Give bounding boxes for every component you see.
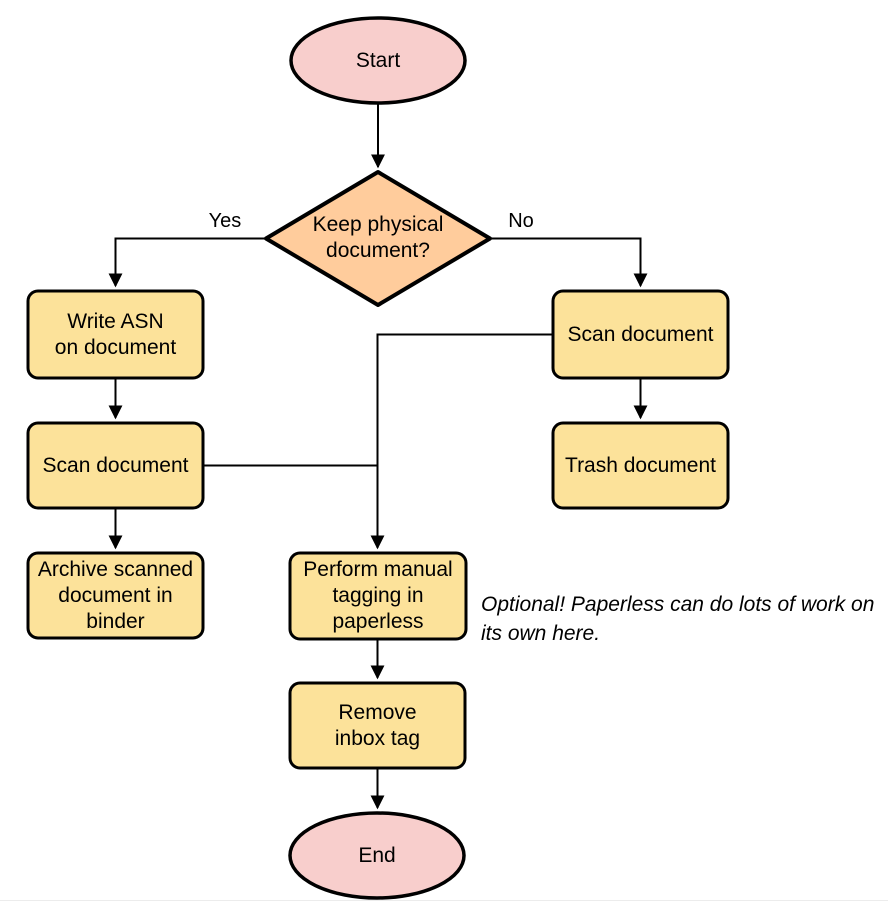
scan-right-node-shape xyxy=(551,289,730,380)
start-node-shape xyxy=(289,16,467,105)
decision-node-shape xyxy=(264,170,492,307)
bottom-divider xyxy=(0,900,888,901)
scan-left-node-shape xyxy=(26,421,205,510)
yes-edge-label: Yes xyxy=(208,210,242,232)
remove-inbox-node-shape xyxy=(288,681,467,770)
edge-scan-right-to-tagging xyxy=(370,333,553,550)
connector-group xyxy=(108,103,648,810)
write-asn-node-shape xyxy=(26,289,205,380)
end-node-shape xyxy=(288,811,466,900)
archive-node-shape xyxy=(26,551,205,640)
no-edge-label: No xyxy=(508,210,534,232)
trash-node-shape xyxy=(551,421,730,510)
optional-annotation: Optional! Paperless can do lots of work … xyxy=(481,593,875,645)
edge-decision-no-to-scan-right xyxy=(490,237,648,288)
tagging-node-shape xyxy=(288,551,468,641)
edge-decision-yes-to-write-asn xyxy=(108,237,266,288)
